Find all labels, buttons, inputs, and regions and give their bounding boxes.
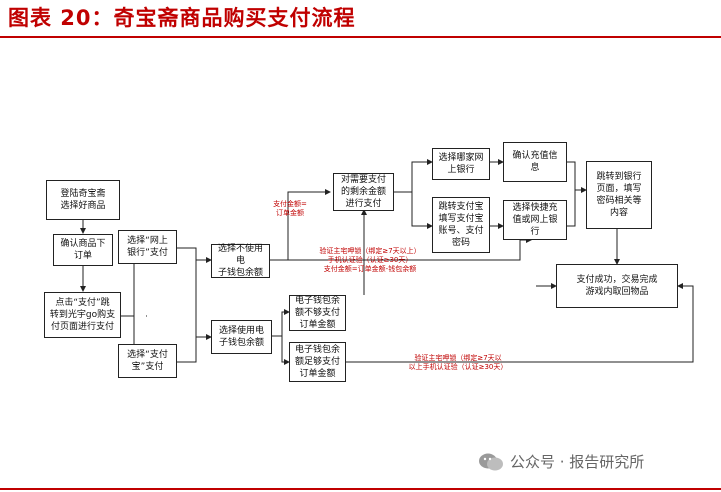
edge-confirm-bankpage xyxy=(567,161,587,193)
edge-pay-alipay xyxy=(394,191,433,229)
node-success: 支付成功，交易完成 游戏内取回物品 xyxy=(556,264,678,308)
node-fill-alipay: 跳转支付宝 填写支付宝 账号、支付 密码 xyxy=(432,197,490,253)
node-no-wallet: 选择不使用电 子钱包余额 xyxy=(211,244,270,278)
node-quick-or-bank: 选择快捷充 值或网上银 行 xyxy=(503,200,567,240)
edge-usewallet-enough xyxy=(272,335,290,365)
node-choose-bank: 选择哪家网 上银行 xyxy=(432,148,490,180)
node-select-alipay: 选择“支付 宝”支付 xyxy=(118,344,177,378)
bottom-rule xyxy=(0,488,721,490)
wechat-icon xyxy=(479,453,503,470)
node-bank-page: 跳转到银行 页面，填写 密码相关等 内容 xyxy=(586,161,652,229)
figure-title: 图表 20：奇宝斋商品购买支付流程 xyxy=(8,6,356,30)
annotation-verify-top: 验证主宅呷锁（绑定≥7天以上） 手机认证验（认证≥30天） 支付金额=订单金额-… xyxy=(319,247,421,273)
node-wallet-insufficient: 电子钱包余 额不够支付 订单金额 xyxy=(289,295,346,331)
node-click-pay: 点击“支付”跳 转到光宇go购支 付页面进行支付 xyxy=(44,292,121,338)
edge-verify-top xyxy=(268,237,532,261)
edge-click-bank xyxy=(121,252,148,317)
annotation-pay-amount: 支付金额= 订单金额 xyxy=(273,200,307,217)
annotation-verify-bottom: 验证主宅呷锁（绑定≥7天以 以上手机认证验（认证≥30天） xyxy=(408,354,508,371)
watermark: 公众号 · 报告研究所 xyxy=(478,451,644,472)
edge-alipay-usewallet xyxy=(177,334,212,363)
node-login: 登陆奇宝斋 选择好商品 xyxy=(46,180,120,220)
node-pay-remaining: 对需要支付 的剩余金额 进行支付 xyxy=(333,173,394,211)
watermark-text: 公众号 · 报告研究所 xyxy=(510,453,645,471)
edge-enough-success xyxy=(346,283,694,363)
edge-usewallet-short xyxy=(272,309,290,337)
edge-bank-nowallet xyxy=(177,247,212,263)
title-rule xyxy=(0,36,721,38)
node-use-wallet: 选择使用电 子钱包余额 xyxy=(211,320,272,354)
node-select-online-bank: 选择“网上 银行”支付 xyxy=(118,230,177,264)
node-wallet-sufficient: 电子钱包余 额足够支付 订单金额 xyxy=(289,342,346,382)
node-confirm-info: 确认充值信 息 xyxy=(503,142,567,182)
node-confirm-order: 确认商品下 订单 xyxy=(53,234,113,266)
edge-quick-bankpage xyxy=(567,190,576,227)
edge-pay-bank xyxy=(394,159,433,193)
